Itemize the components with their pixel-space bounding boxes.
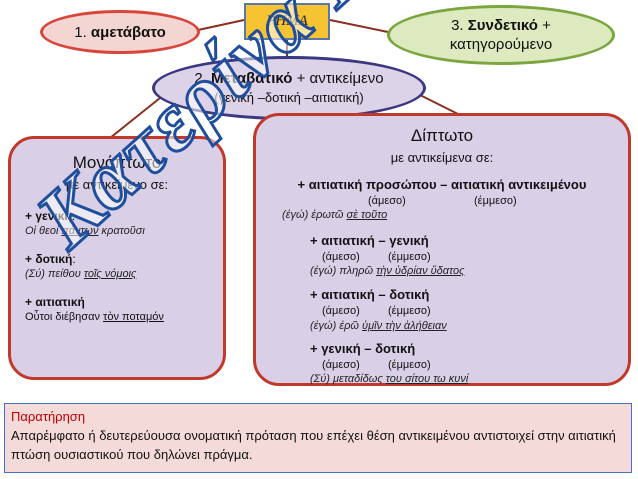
- monoptoto-item-genitive-label: + γενική:: [25, 209, 76, 223]
- note-text: Απαρέμφατο ή δευτερεύουσα ονοματική πρότ…: [11, 428, 616, 462]
- diptoto-group-3-example: (ἐγώ) ἐρῶ ὑμῖν τὴν ἀλήθειαν: [310, 320, 447, 332]
- diptoto-group-3-indirect: (έμμεσο): [388, 305, 431, 317]
- diptoto-group-4-example: (Σύ) μεταδίδως του σίτου τω κυνί: [310, 373, 469, 385]
- monoptoto-item-dative-example: (Σύ) πείθου τοῖς νόμοις: [25, 268, 137, 280]
- monoptoto-item-dative-label: + δοτική:: [25, 252, 76, 266]
- node-intransitive: 1. αμετάβατο: [40, 10, 200, 54]
- node2-label: Μεταβατικό: [211, 70, 293, 87]
- diptoto-group-1-line: + αιτιατική προσώπου – αιτιατική αντικει…: [297, 177, 587, 192]
- diptoto-group-2-direct: (άμεσο): [322, 251, 360, 263]
- diptoto-group-2-line: + αιτιατική – γενική: [310, 233, 429, 248]
- diptoto-group-2-example: (ἐγώ) πληρῶ τὴν ὑδρίαν ὕδατος: [310, 265, 465, 277]
- connector-node2-left: [109, 97, 161, 139]
- node3-plus: +: [542, 17, 551, 34]
- note-title: Παρατήρηση: [11, 409, 86, 424]
- diptoto-group-1-direct: (άμεσο): [368, 195, 406, 207]
- diptoto-group-2-indirect: (έμμεσο): [388, 251, 431, 263]
- node1-label: αμετάβατο: [90, 23, 166, 41]
- diptoto-group-4-direct: (άμεσο): [322, 359, 360, 371]
- connector-root-node1: [197, 19, 245, 31]
- root-node-rima: ΡΗΜΑ: [244, 3, 330, 40]
- monoptoto-box: Μονόπτωτο με αντικείμενο σε: + γενική: Ο…: [8, 136, 226, 380]
- node2-subtitle: (γενική –δοτική –αιτιατική): [214, 90, 364, 105]
- note-box: Παρατήρηση Απαρέμφατο ή δευτερεύουσα ονο…: [4, 403, 632, 473]
- diptoto-title: Δίπτωτο: [410, 126, 474, 145]
- node3-label: Συνδετικό: [467, 17, 538, 34]
- diptoto-subtitle: με αντικείμενα σε:: [390, 150, 494, 165]
- monoptoto-title: Μονόπτωτο: [72, 153, 162, 172]
- connector-root-node3: [329, 19, 389, 33]
- node3-line2: κατηγορούμενο: [449, 36, 553, 53]
- node1-number: 1.: [74, 23, 87, 41]
- diptoto-group-4-indirect: (έμμεσο): [388, 359, 431, 371]
- root-label: ΡΗΜΑ: [266, 13, 308, 29]
- node-copular: 3. Συνδετικό + κατηγορούμενο: [387, 5, 615, 65]
- node3-number: 3.: [451, 17, 464, 34]
- monoptoto-item-accusative-label: + αιτιατική: [25, 295, 85, 309]
- diptoto-group-3-line: + αιτιατική – δοτική: [310, 287, 430, 302]
- diptoto-group-1-example: (ἐγώ) ἐρωτῶ σὲ τοῦτο: [282, 209, 388, 221]
- monoptoto-subtitle: με αντικείμενο σε:: [65, 177, 169, 192]
- connector-node2-right: [419, 94, 461, 116]
- diptoto-box: Δίπτωτο με αντικείμενα σε: + αιτιατική π…: [253, 113, 631, 386]
- diptoto-group-4-line: + γενική – δοτική: [310, 341, 416, 356]
- diptoto-group-3-direct: (άμεσο): [322, 305, 360, 317]
- monoptoto-item-genitive-example: Οἱ θεοί πάντων κρατοῦσι: [25, 225, 145, 237]
- node-transitive: 2. Μεταβατικό + αντικείμενο (γενική –δοτ…: [152, 56, 426, 120]
- node2-suffix: + αντικείμενο: [296, 70, 384, 87]
- monoptoto-item-accusative-example: Οὗτοι διέβησαν τὸν ποταμόν: [25, 311, 164, 323]
- diptoto-group-1-indirect: (έμμεσο): [474, 195, 517, 207]
- node2-number: 2.: [194, 70, 207, 87]
